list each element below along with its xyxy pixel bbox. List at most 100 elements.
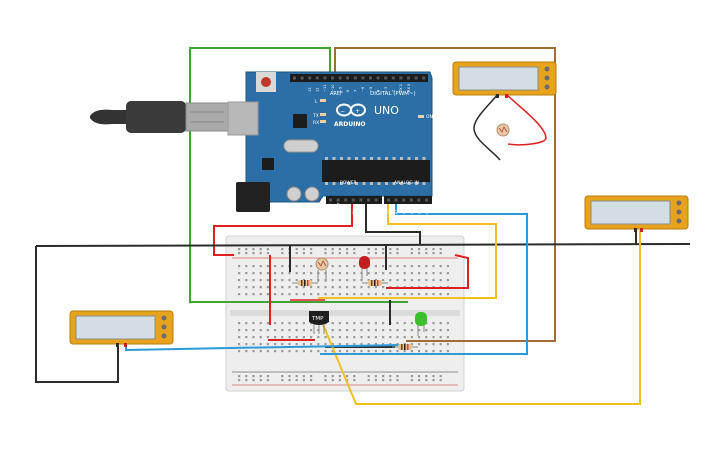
header-pin[interactable] — [336, 198, 340, 202]
breadboard-hole — [266, 286, 269, 289]
breadboard-hole — [288, 322, 291, 325]
breadboard-hole — [432, 265, 435, 268]
header-pin[interactable] — [374, 198, 378, 202]
breadboard-hole — [266, 375, 269, 378]
pin-label: GND — [367, 206, 371, 214]
header-pin[interactable] — [387, 198, 390, 202]
wire-black-left-display[interactable] — [35, 246, 119, 383]
header-pin[interactable] — [391, 76, 395, 80]
led-red[interactable] — [359, 256, 370, 280]
header-pin[interactable] — [425, 198, 428, 202]
breadboard-hole — [245, 322, 248, 325]
wire-yellow-a0[interactable] — [318, 196, 497, 299]
chip-leg — [362, 157, 366, 160]
wire-red-rail[interactable] — [386, 254, 469, 289]
header-pin[interactable] — [409, 198, 413, 202]
breadboard-hole — [310, 248, 313, 251]
header-pin[interactable] — [329, 198, 332, 202]
header-pin[interactable] — [414, 76, 418, 80]
breadboard-hole — [382, 293, 385, 296]
breadboard-hole — [367, 252, 370, 255]
breadboard-hole — [367, 272, 370, 275]
breadboard[interactable] — [225, 235, 465, 392]
display-right[interactable] — [584, 195, 689, 232]
display-top-pin — [544, 84, 550, 90]
header-pin[interactable] — [417, 198, 421, 202]
usb-cable-end — [90, 109, 128, 125]
breadboard-hole — [353, 248, 356, 251]
breadboard-hole — [295, 379, 298, 382]
breadboard-hole — [389, 375, 392, 378]
header-pin[interactable] — [394, 198, 398, 202]
chip-leg — [355, 157, 358, 160]
breadboard-hole — [353, 336, 356, 339]
wire-green[interactable] — [189, 47, 331, 303]
breadboard-hole — [302, 248, 305, 251]
wire-brown[interactable] — [334, 47, 556, 342]
breadboard-hole — [425, 248, 428, 251]
resistor-band — [404, 344, 406, 350]
header-pin[interactable] — [323, 76, 327, 80]
breadboard-hole — [432, 322, 435, 325]
pin-label: 5V — [352, 209, 356, 214]
wire-black-gnd[interactable] — [365, 196, 421, 245]
header-pin[interactable] — [331, 76, 334, 80]
header-pin[interactable] — [338, 76, 342, 80]
header-pin[interactable] — [399, 76, 403, 80]
header-pin[interactable] — [308, 76, 312, 80]
pin-label: 4 — [376, 89, 380, 92]
header-pin[interactable] — [402, 198, 406, 202]
breadboard-hole — [353, 322, 356, 325]
breadboard-hole — [396, 379, 399, 382]
display-left[interactable] — [69, 310, 174, 347]
reset-button[interactable] — [261, 77, 271, 87]
header-pin[interactable] — [344, 198, 348, 202]
header-pin[interactable] — [367, 198, 370, 202]
breadboard-hole — [338, 343, 341, 346]
breadboard-hole — [374, 286, 377, 289]
breadboard-hole — [410, 343, 413, 346]
header-pin[interactable] — [351, 198, 355, 202]
led-green[interactable] — [415, 312, 427, 336]
header-pin[interactable] — [407, 76, 410, 80]
resistor-3[interactable] — [392, 344, 418, 350]
wire-blue-left-display[interactable] — [125, 344, 401, 352]
header-pin[interactable] — [376, 76, 380, 80]
wire-blue-a1[interactable] — [320, 196, 528, 355]
usb-cable[interactable] — [90, 101, 229, 133]
display-top-screen — [458, 66, 539, 91]
resistor-1[interactable] — [292, 280, 318, 286]
photoresistor-top[interactable] — [496, 123, 510, 137]
header-pin[interactable] — [384, 76, 388, 80]
breadboard-hole — [252, 293, 255, 296]
chip-leg — [400, 182, 403, 185]
header-pin[interactable] — [293, 76, 296, 80]
wire-black-long[interactable] — [35, 243, 691, 247]
temperature-sensor[interactable]: TMP — [309, 311, 329, 334]
header-pin[interactable] — [359, 198, 363, 202]
wire-ldr-red[interactable] — [505, 93, 547, 146]
breadboard-hole — [338, 272, 341, 275]
resistor-2[interactable] — [362, 280, 388, 286]
wire-red-5v[interactable] — [213, 196, 353, 256]
header-pin[interactable] — [346, 76, 350, 80]
header-pin[interactable] — [422, 76, 426, 80]
breadboard-hole — [382, 379, 385, 382]
pin-label: ~11 — [323, 84, 327, 92]
header-pin[interactable] — [353, 76, 357, 80]
header-pin[interactable] — [369, 76, 372, 80]
wire-ldr-black[interactable] — [473, 93, 501, 161]
header-pin[interactable] — [361, 76, 365, 80]
wire-yellow-display[interactable] — [321, 230, 641, 405]
photoresistor[interactable] — [315, 257, 329, 282]
display-top[interactable] — [452, 61, 557, 98]
header-pin[interactable] — [315, 76, 319, 80]
breadboard-hole — [324, 350, 327, 353]
led-red-body — [359, 256, 370, 269]
breadboard-hole — [410, 322, 413, 325]
breadboard-hole — [432, 252, 435, 255]
breadboard-hole — [389, 279, 392, 282]
header-pin[interactable] — [300, 76, 304, 80]
